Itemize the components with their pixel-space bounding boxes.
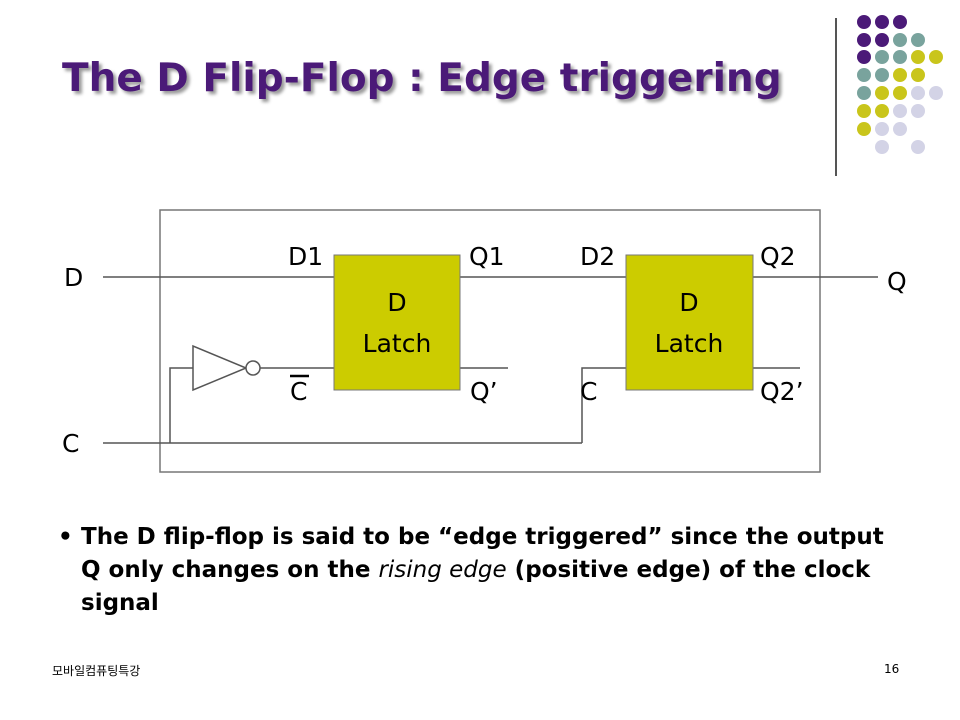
- decor-vertical-line: [835, 18, 837, 176]
- latch-2-box: [625, 254, 754, 391]
- decor-dot: [875, 104, 889, 118]
- input-c-label: C: [62, 429, 79, 458]
- latch-1-line1: D: [387, 288, 406, 317]
- wires: [103, 276, 878, 444]
- output-q-label: Q: [887, 267, 907, 296]
- decor-dot: [875, 33, 889, 47]
- decor-dot: [929, 86, 943, 100]
- q2-bar-label: Q2’: [760, 377, 804, 406]
- bullet-text-start: The D flip-flop is said to be “edge trig…: [81, 524, 884, 583]
- decor-dot: [857, 122, 871, 136]
- c-bar-label: C: [290, 377, 307, 406]
- bullet-emphasis: rising edge: [378, 557, 507, 583]
- d1-label: D1: [288, 242, 323, 271]
- q1-label: Q1: [469, 242, 505, 271]
- bullet-dot-icon: •: [58, 524, 73, 550]
- bullet-text: The D flip-flop is said to be “edge trig…: [81, 521, 911, 620]
- decor-dot: [911, 33, 925, 47]
- decor-dot: [875, 86, 889, 100]
- q-bar-label: Q’: [470, 377, 498, 406]
- decor-dot: [893, 122, 907, 136]
- decor-dot: [911, 68, 925, 82]
- latch-1-line2: Latch: [363, 329, 432, 358]
- inverter-bubble: [245, 360, 261, 376]
- c-label: C: [580, 377, 597, 406]
- decor-dot: [875, 140, 889, 154]
- flip-flop-frame: [159, 209, 821, 473]
- latch-2-line1: D: [679, 288, 698, 317]
- decor-dot: [857, 104, 871, 118]
- decor-dot: [929, 50, 943, 64]
- decor-dot: [875, 50, 889, 64]
- decor-dot: [875, 122, 889, 136]
- decor-dot: [893, 50, 907, 64]
- d2-label: D2: [580, 242, 615, 271]
- decor-dot: [875, 15, 889, 29]
- slide-title: The D Flip-Flop : Edge triggering: [62, 56, 782, 101]
- decor-dot: [857, 33, 871, 47]
- decor-dot: [911, 140, 925, 154]
- input-d-label: D: [64, 263, 83, 292]
- decor-dot: [857, 15, 871, 29]
- decor-dot: [893, 33, 907, 47]
- decor-dot: [857, 86, 871, 100]
- latch-2-line2: Latch: [655, 329, 724, 358]
- footer-course-name: 모바일컴퓨팅특강: [52, 664, 141, 678]
- decor-dot: [893, 104, 907, 118]
- latch-1-box: [333, 254, 461, 391]
- clock-to-inverter-wire: [169, 367, 193, 443]
- inverter-triangle: [192, 344, 248, 392]
- decor-dot: [911, 104, 925, 118]
- decor-dot: [911, 50, 925, 64]
- decor-dot: [893, 86, 907, 100]
- decor-dot: [893, 68, 907, 82]
- decor-dot: [857, 50, 871, 64]
- clock-to-latch2-wire: [581, 367, 626, 443]
- decor-dot: [893, 15, 907, 29]
- bullet-text-end: (positive edge) of the clock signal: [81, 557, 871, 616]
- decor-dot: [875, 68, 889, 82]
- page-number: 16: [884, 662, 900, 676]
- q2-label: Q2: [760, 242, 796, 271]
- decor-dot: [857, 68, 871, 82]
- decor-dot: [911, 86, 925, 100]
